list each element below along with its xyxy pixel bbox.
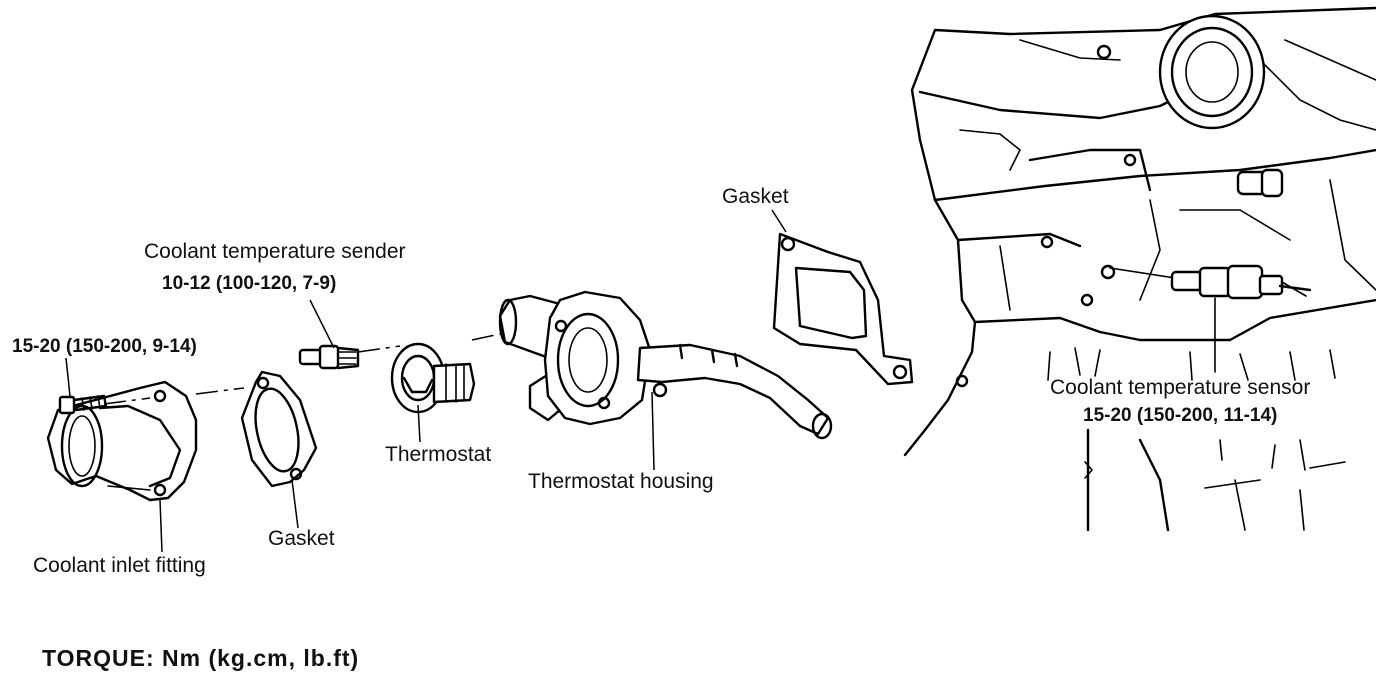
engine-block — [903, 6, 1376, 532]
coolant-temperature-sensor-icon — [1109, 264, 1312, 373]
leader-lines — [65, 209, 787, 553]
gasket-lower-icon — [240, 370, 318, 488]
thermostat-label: Thermostat — [385, 443, 491, 466]
thermostat-housing-icon — [498, 290, 833, 440]
thermostat-housing-label: Thermostat housing — [528, 470, 714, 493]
coolant-inlet-fitting-icon — [46, 380, 198, 502]
gasket-upper-icon — [772, 232, 914, 386]
thermostat-icon — [390, 342, 476, 414]
coolant-inlet-fitting-label: Coolant inlet fitting — [33, 554, 206, 577]
sensor-name-label: Coolant temperature sensor — [1050, 376, 1310, 399]
sensor-torque-label: 15-20 (150-200, 11-14) — [1083, 405, 1277, 426]
gasket-upper-label: Gasket — [722, 185, 789, 208]
bolt-torque-label: 15-20 (150-200, 9-14) — [12, 336, 197, 357]
coolant-temperature-sender-icon — [298, 344, 360, 370]
sender-name-label: Coolant temperature sender — [144, 240, 406, 263]
bolt-icon — [58, 394, 108, 415]
sender-torque-label: 10-12 (100-120, 7-9) — [162, 273, 336, 294]
torque-units-legend: TORQUE: Nm (kg.cm, lb.ft) — [42, 645, 359, 671]
gasket-lower-label: Gasket — [268, 527, 335, 550]
